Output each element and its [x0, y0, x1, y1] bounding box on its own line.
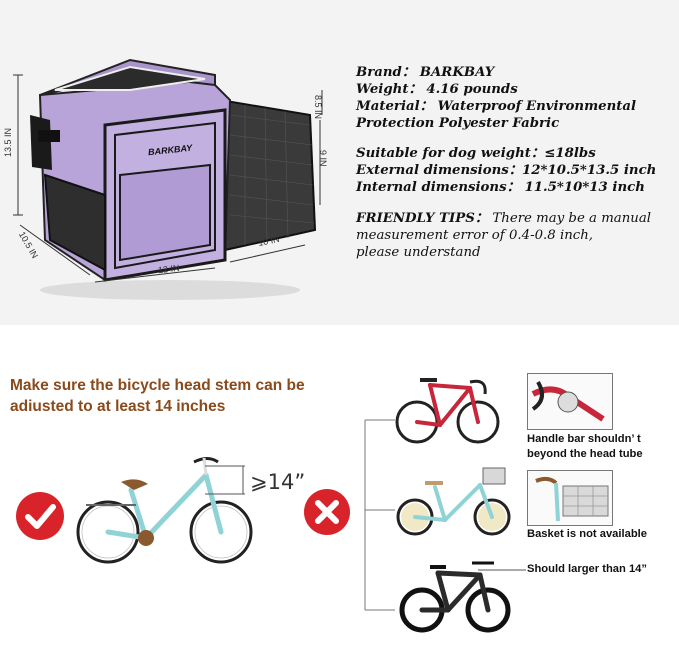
expand-top-dimension-label: 8.5 IN [313, 95, 323, 120]
mountain-bicycle-image [399, 561, 511, 633]
larger-caption: Should larger than 14” [527, 563, 647, 575]
spec-internal-dimensions: Internal dimensions： 11.5*10*13 inch [356, 180, 645, 195]
spec-brand: Brand： BARKBAY [356, 65, 495, 80]
spec-external-dimensions: External dimensions：12*10.5*13.5 inch [356, 163, 657, 178]
tips-label: FRIENDLY TIPS： [356, 211, 489, 226]
spec-weight: Weight： 4.16 pounds [356, 82, 518, 97]
x-icon [304, 489, 350, 535]
tips-text-line-1: There may be a manual [488, 211, 652, 226]
road-bicycle-image [395, 378, 500, 444]
tips-text-line-3: please understand [356, 245, 481, 260]
stem-height-label: ⩾14” [250, 470, 306, 494]
tips-text-line-2: measurement error of 0.4-0.8 inch, [356, 228, 594, 243]
headline-line-1: Make sure the bicycle head stem can be [10, 377, 305, 394]
larger-caption-pointer [478, 569, 526, 571]
comparison-bracket [364, 419, 395, 611]
spec-material-line-1: Material： Waterproof Environmental [356, 99, 637, 114]
spec-list: Brand： BARKBAY Weight： 4.16 pounds Mater… [356, 64, 676, 196]
compatibility-headline: Make sure the bicycle head stem can be a… [10, 375, 350, 417]
spec-dog-weight: Suitable for dog weight：≤18lbs [356, 146, 596, 161]
handlebar-caption-line-1: Handle bar shouldn’ t [527, 433, 641, 445]
stem-measure-bracket [205, 465, 245, 495]
friendly-tips: FRIENDLY TIPS： There may be a manual mea… [356, 210, 676, 261]
handlebar-caption: Handle bar shouldn’ t beyond the head tu… [527, 432, 677, 462]
expand-height-dimension-label: 9 IN [318, 150, 328, 167]
handlebar-caption-line-2: beyond the head tube [527, 448, 643, 460]
handlebar-detail-photo [527, 373, 613, 430]
basket-caption: Basket is not available [527, 528, 648, 540]
basket-detail-photo [527, 470, 613, 526]
city-bicycle-image [76, 457, 253, 564]
height-dimension-label: 13.5 IN [3, 128, 13, 158]
headline-line-2: adiusted to at least 14 inches [10, 398, 226, 415]
dimension-lines [13, 74, 323, 283]
pet-carrier-illustration [30, 58, 317, 300]
spec-material-line-2: Protection Polyester Fabric [356, 116, 560, 131]
basket-bicycle-image [396, 467, 511, 536]
check-icon [16, 492, 64, 540]
